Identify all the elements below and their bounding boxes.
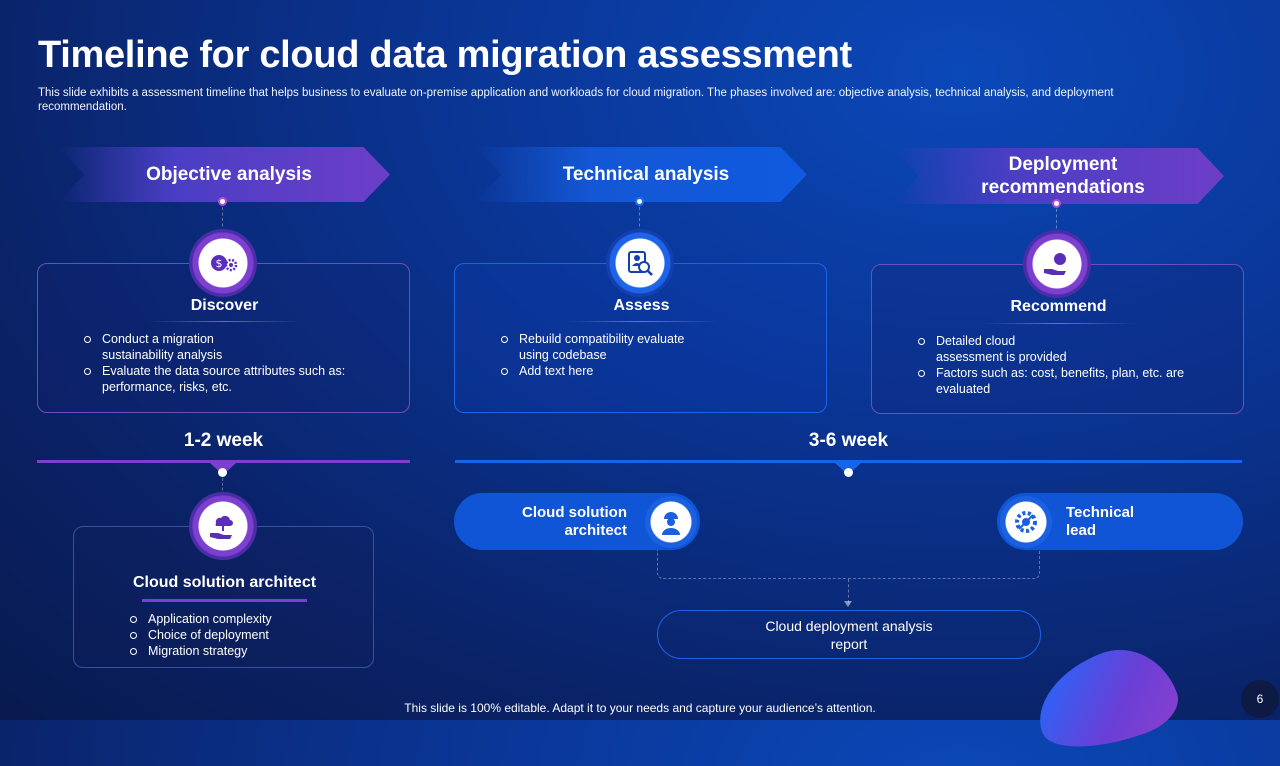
role-label: Technical lead [1066, 503, 1135, 539]
pointer-dot [218, 468, 227, 477]
duration-label-first: 1-2 week [183, 430, 264, 451]
list-item: Factors such as: cost, benefits, plan, e… [916, 365, 1216, 397]
discover-badge: $ [189, 229, 257, 297]
footer-note: This slide is 100% editable. Adapt it to… [404, 701, 876, 715]
decorative-blob [1023, 633, 1187, 766]
slide-subtitle: This slide exhibits a assessment timelin… [38, 87, 1114, 113]
card-title: Discover [190, 297, 259, 314]
cloud-hand-icon [210, 515, 233, 539]
role-label: Cloud solution architect [522, 503, 627, 539]
hand-recommend-icon [1044, 253, 1066, 275]
card-title: Assess [613, 297, 670, 314]
phase-chevron-technical: Technical analysis [475, 147, 807, 202]
report-label: Cloud deployment analysis report [765, 617, 933, 652]
duration-bar-first [37, 460, 410, 463]
title-underline [982, 323, 1135, 324]
role-icon-wrap [1000, 495, 1052, 548]
money-gear-icon: $ [211, 255, 238, 272]
role-icon-wrap [645, 495, 697, 548]
report-connector [657, 550, 1040, 579]
bullet-list: Conduct a migration sustainability analy… [82, 331, 372, 395]
title-underline [142, 599, 307, 602]
connector-dot [635, 197, 644, 206]
bullet-list: Application complexity Choice of deploym… [128, 611, 358, 659]
list-item: Add text here [499, 363, 789, 379]
connector-dot [1052, 199, 1061, 208]
arrow-head [844, 601, 852, 607]
recommend-badge [1023, 230, 1091, 298]
list-item: Conduct a migration sustainability analy… [82, 331, 372, 363]
user-search-icon [628, 251, 653, 276]
gear-tools-icon [1015, 510, 1037, 533]
role-pill-lead: Technical lead [997, 493, 1243, 550]
page-number: 6 [1241, 680, 1279, 718]
connector-line [222, 207, 223, 232]
architect-badge [189, 492, 257, 560]
assess-badge [606, 229, 674, 297]
phase-chevron-deployment: Deployment recommendations [892, 148, 1224, 204]
slide-title: Timeline for cloud data migration assess… [38, 34, 852, 76]
pointer-dot [844, 468, 853, 477]
duration-label-second: 3-6 week [808, 430, 889, 451]
list-item: Rebuild compatibility evaluate using cod… [499, 331, 789, 363]
phase-chevron-objective: Objective analysis [58, 147, 390, 202]
phase-label: Technical analysis [562, 164, 730, 185]
phase-label: Objective analysis [146, 164, 312, 185]
card-title: Recommend [1010, 298, 1107, 315]
bullet-list: Detailed cloud assessment is provided Fa… [916, 333, 1216, 397]
connector-line [639, 207, 640, 232]
engineer-icon [662, 511, 680, 535]
duration-bar-second [455, 460, 1242, 463]
title-underline [148, 321, 301, 322]
role-pill-architect: Cloud solution architect [454, 493, 700, 550]
svg-text:$: $ [216, 257, 223, 270]
connector-line [1056, 209, 1057, 234]
list-item: Detailed cloud assessment is provided [916, 333, 1216, 365]
card-title: Cloud solution architect [132, 574, 317, 591]
title-underline [565, 321, 718, 322]
list-item: Choice of deployment [128, 627, 358, 643]
connector-dot [218, 197, 227, 206]
phase-label: Deployment recommendations [981, 154, 1145, 198]
connector-line [222, 478, 223, 500]
list-item: Migration strategy [128, 643, 358, 659]
bullet-list: Rebuild compatibility evaluate using cod… [499, 331, 789, 379]
connector-line [848, 579, 849, 603]
list-item: Evaluate the data source attributes such… [82, 363, 372, 395]
report-box: Cloud deployment analysis report [657, 610, 1041, 659]
list-item: Application complexity [128, 611, 358, 627]
